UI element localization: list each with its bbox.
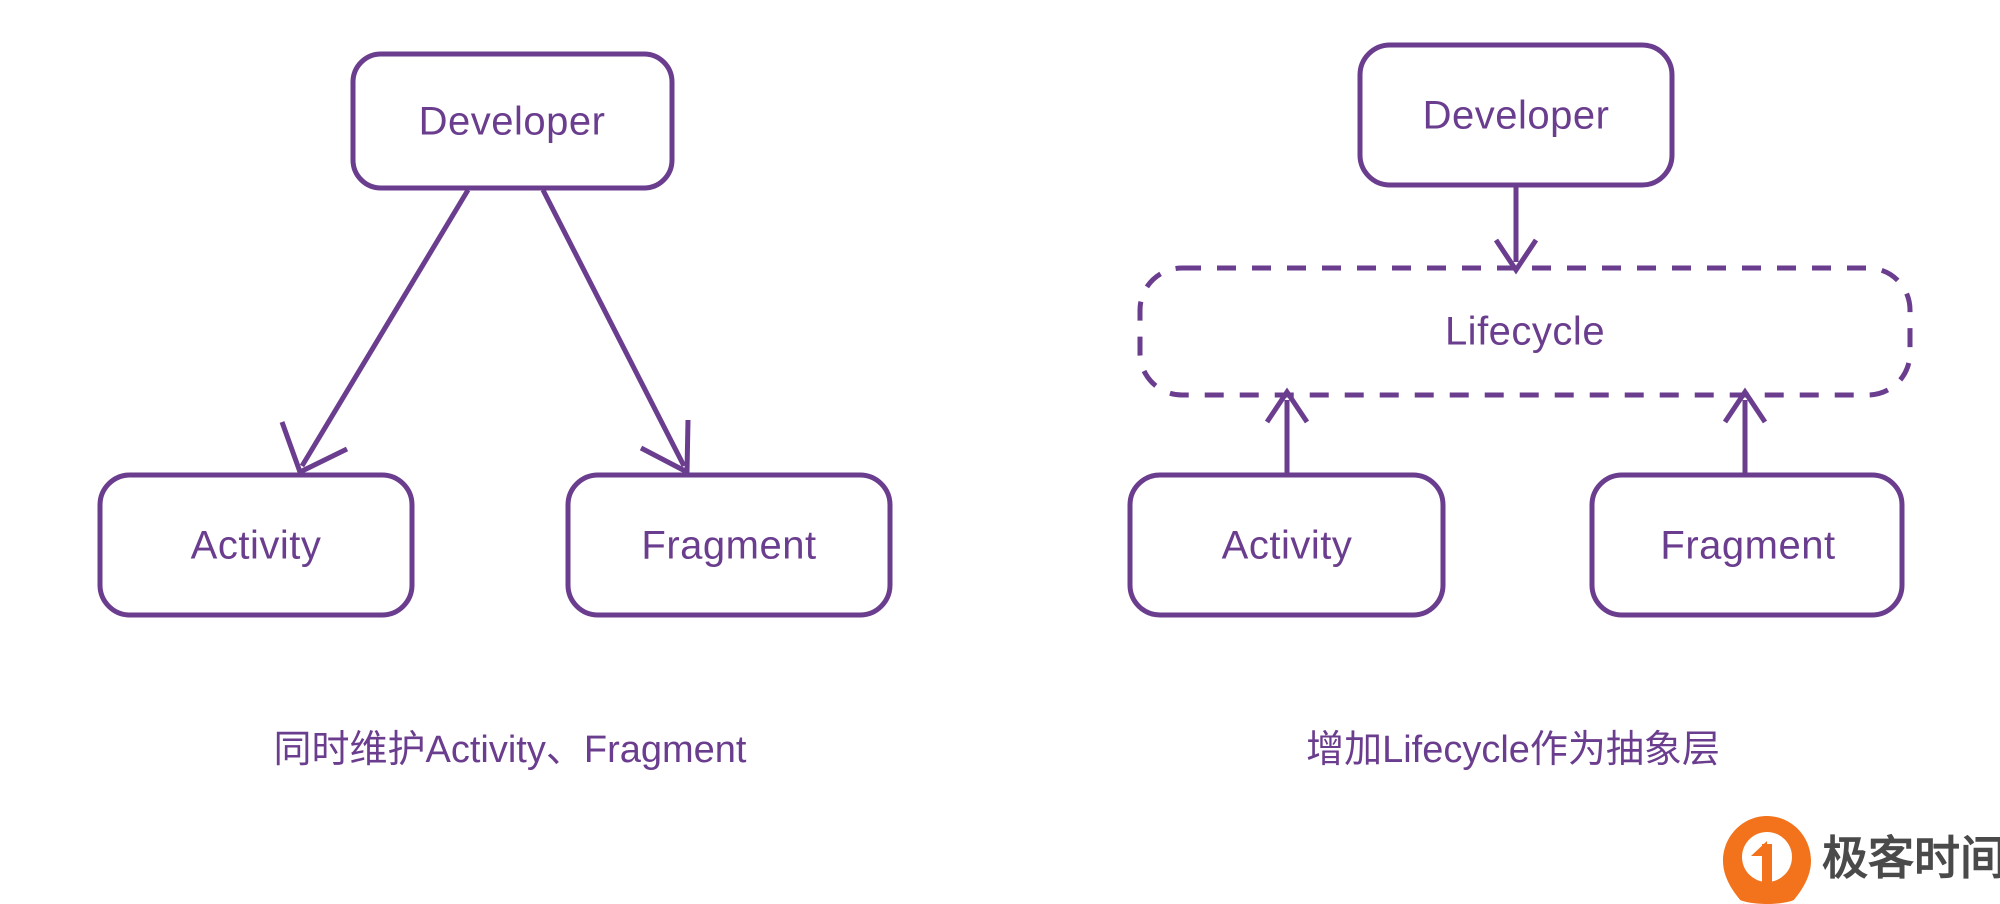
left-activity-box bbox=[97, 472, 415, 618]
watermark-brand-text: 极客时间 bbox=[1822, 832, 2000, 884]
left-edge-activity-line bbox=[299, 188, 471, 468]
watermark-logo: 极客时间 bbox=[1723, 816, 2000, 904]
right-edge-fragment-to-lifecycle bbox=[1722, 387, 1768, 475]
right-lifecycle-box bbox=[1137, 265, 1913, 398]
left-node-activity[interactable]: Activity bbox=[97, 472, 415, 618]
right-diagram: Developer Lifecycle Activity bbox=[1127, 42, 1913, 771]
left-edge-fragment-line bbox=[540, 188, 687, 468]
right-fragment-box bbox=[1589, 472, 1905, 618]
left-developer-box bbox=[350, 51, 675, 191]
right-fragment-label: Fragment bbox=[1660, 524, 1835, 568]
right-developer-box bbox=[1357, 42, 1675, 188]
left-node-fragment[interactable]: Fragment bbox=[565, 472, 893, 618]
right-diagram-caption: 增加Lifecycle作为抽象层 bbox=[1306, 729, 1720, 771]
right-developer-label: Developer bbox=[1423, 94, 1610, 138]
geektime-pin-logo-icon bbox=[1723, 816, 1811, 904]
right-edge-activity-to-lifecycle bbox=[1264, 387, 1310, 475]
left-diagram-caption: 同时维护Activity、Fragment bbox=[274, 729, 747, 771]
left-diagram: Developer Activity Fragment 同时维护Activity… bbox=[97, 51, 893, 771]
right-edge-developer-to-lifecycle bbox=[1493, 186, 1539, 275]
right-lifecycle-label: Lifecycle bbox=[1445, 310, 1605, 354]
left-developer-label: Developer bbox=[419, 100, 606, 144]
left-edge-activity-arrowhead bbox=[279, 421, 349, 476]
right-activity-label: Activity bbox=[1222, 524, 1353, 568]
left-activity-label: Activity bbox=[191, 524, 322, 568]
left-node-developer[interactable]: Developer bbox=[350, 51, 675, 191]
right-edge-fragment-arrowhead bbox=[1722, 387, 1768, 424]
left-edge-developer-to-activity bbox=[279, 188, 471, 476]
right-node-activity[interactable]: Activity bbox=[1127, 472, 1446, 618]
right-node-developer[interactable]: Developer bbox=[1357, 42, 1675, 188]
left-edge-developer-to-fragment bbox=[540, 188, 691, 477]
right-node-lifecycle[interactable]: Lifecycle bbox=[1137, 265, 1913, 398]
left-edge-fragment-arrowhead bbox=[639, 419, 691, 477]
right-edge-activity-arrowhead bbox=[1264, 387, 1310, 424]
right-node-fragment[interactable]: Fragment bbox=[1589, 472, 1905, 618]
left-fragment-label: Fragment bbox=[641, 524, 816, 568]
left-fragment-box bbox=[565, 472, 893, 618]
right-activity-box bbox=[1127, 472, 1446, 618]
